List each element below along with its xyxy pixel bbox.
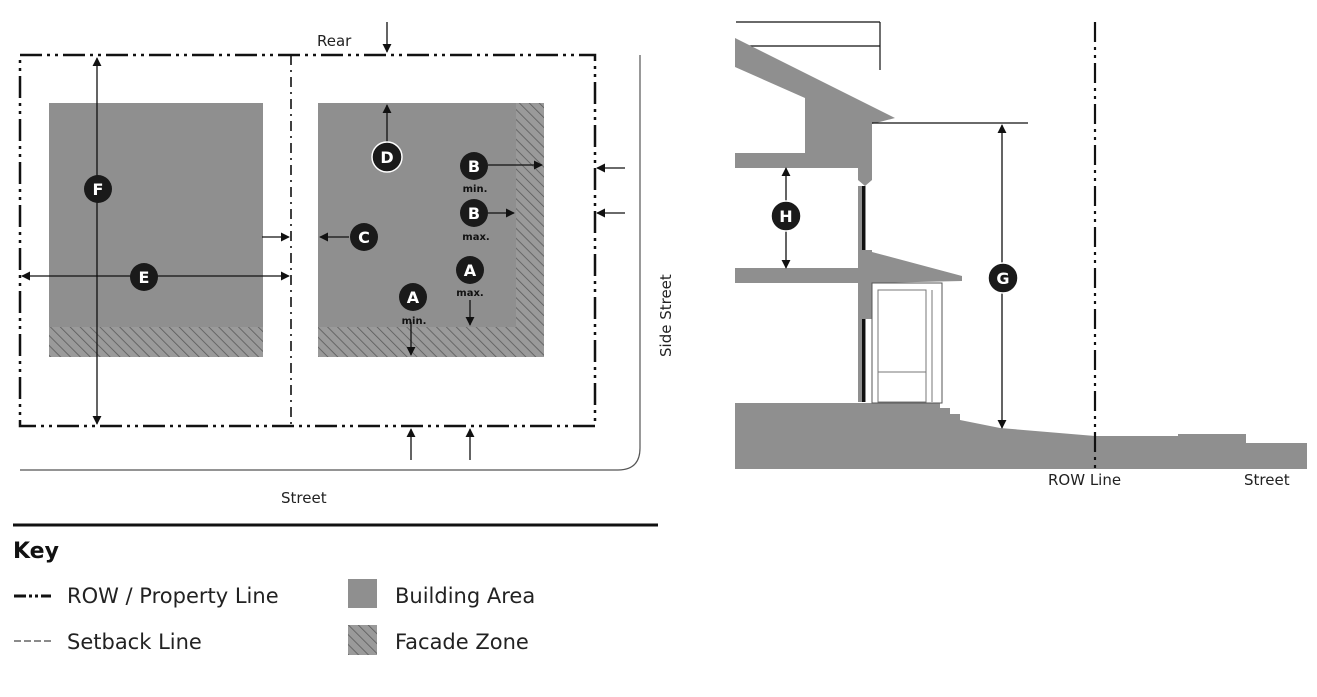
ground-profile xyxy=(735,403,1307,469)
street-curb-line xyxy=(20,55,641,471)
key-item-facade-zone: Facade Zone xyxy=(348,625,529,655)
badge-a-max: A max. xyxy=(456,256,484,299)
badge-a-min: A min. xyxy=(399,283,427,327)
svg-text:B: B xyxy=(468,204,480,223)
badge-b-max: B max. xyxy=(460,199,490,243)
facade-zone-right-front xyxy=(318,327,544,357)
badge-e: E xyxy=(130,263,158,291)
facade-zone-left xyxy=(49,327,263,357)
key-item-building-area: Building Area xyxy=(348,579,535,608)
section-view: H G ROW Line Street xyxy=(735,21,1307,489)
badge-h: H xyxy=(770,200,802,232)
building-area-right xyxy=(318,103,544,327)
svg-text:min.: min. xyxy=(402,316,427,327)
key-item-row-line: ROW / Property Line xyxy=(14,584,279,608)
plan-view: Rear Street Side Street F E D C B min. B xyxy=(18,22,675,507)
svg-text:A: A xyxy=(464,261,477,280)
key-label-setback-line: Setback Line xyxy=(67,630,202,654)
storefront xyxy=(871,282,943,404)
svg-text:B: B xyxy=(468,157,480,176)
svg-text:C: C xyxy=(358,228,370,247)
roof-section xyxy=(735,38,895,186)
badge-b-min: B min. xyxy=(460,152,488,195)
svg-text:min.: min. xyxy=(463,184,488,195)
badge-f: F xyxy=(84,175,112,203)
key-legend: Key ROW / Property Line Setback Line Bui… xyxy=(13,523,658,655)
rear-label: Rear xyxy=(317,32,352,50)
row-line-label: ROW Line xyxy=(1048,471,1121,489)
svg-text:max.: max. xyxy=(462,232,489,243)
badge-g: G xyxy=(987,262,1019,294)
facade-zone-right-side xyxy=(516,103,544,327)
key-label-building-area: Building Area xyxy=(395,584,535,608)
badge-d: D xyxy=(371,141,403,173)
svg-text:G: G xyxy=(996,269,1009,288)
svg-text:A: A xyxy=(407,288,420,307)
svg-text:max.: max. xyxy=(456,288,483,299)
badge-c: C xyxy=(350,223,378,251)
building-area-left xyxy=(49,103,263,327)
street-label-section: Street xyxy=(1244,471,1290,489)
key-title: Key xyxy=(13,539,59,564)
key-label-facade-zone: Facade Zone xyxy=(395,630,529,654)
street-label-plan: Street xyxy=(281,489,327,507)
svg-text:F: F xyxy=(93,180,104,199)
property-line-outer xyxy=(18,53,597,428)
svg-text:D: D xyxy=(380,148,393,167)
key-label-row-line: ROW / Property Line xyxy=(67,584,279,608)
floor-slab xyxy=(735,250,962,283)
key-item-setback-line: Setback Line xyxy=(14,630,202,654)
side-street-label: Side Street xyxy=(657,274,675,357)
svg-text:H: H xyxy=(779,207,792,226)
svg-text:E: E xyxy=(139,268,150,287)
